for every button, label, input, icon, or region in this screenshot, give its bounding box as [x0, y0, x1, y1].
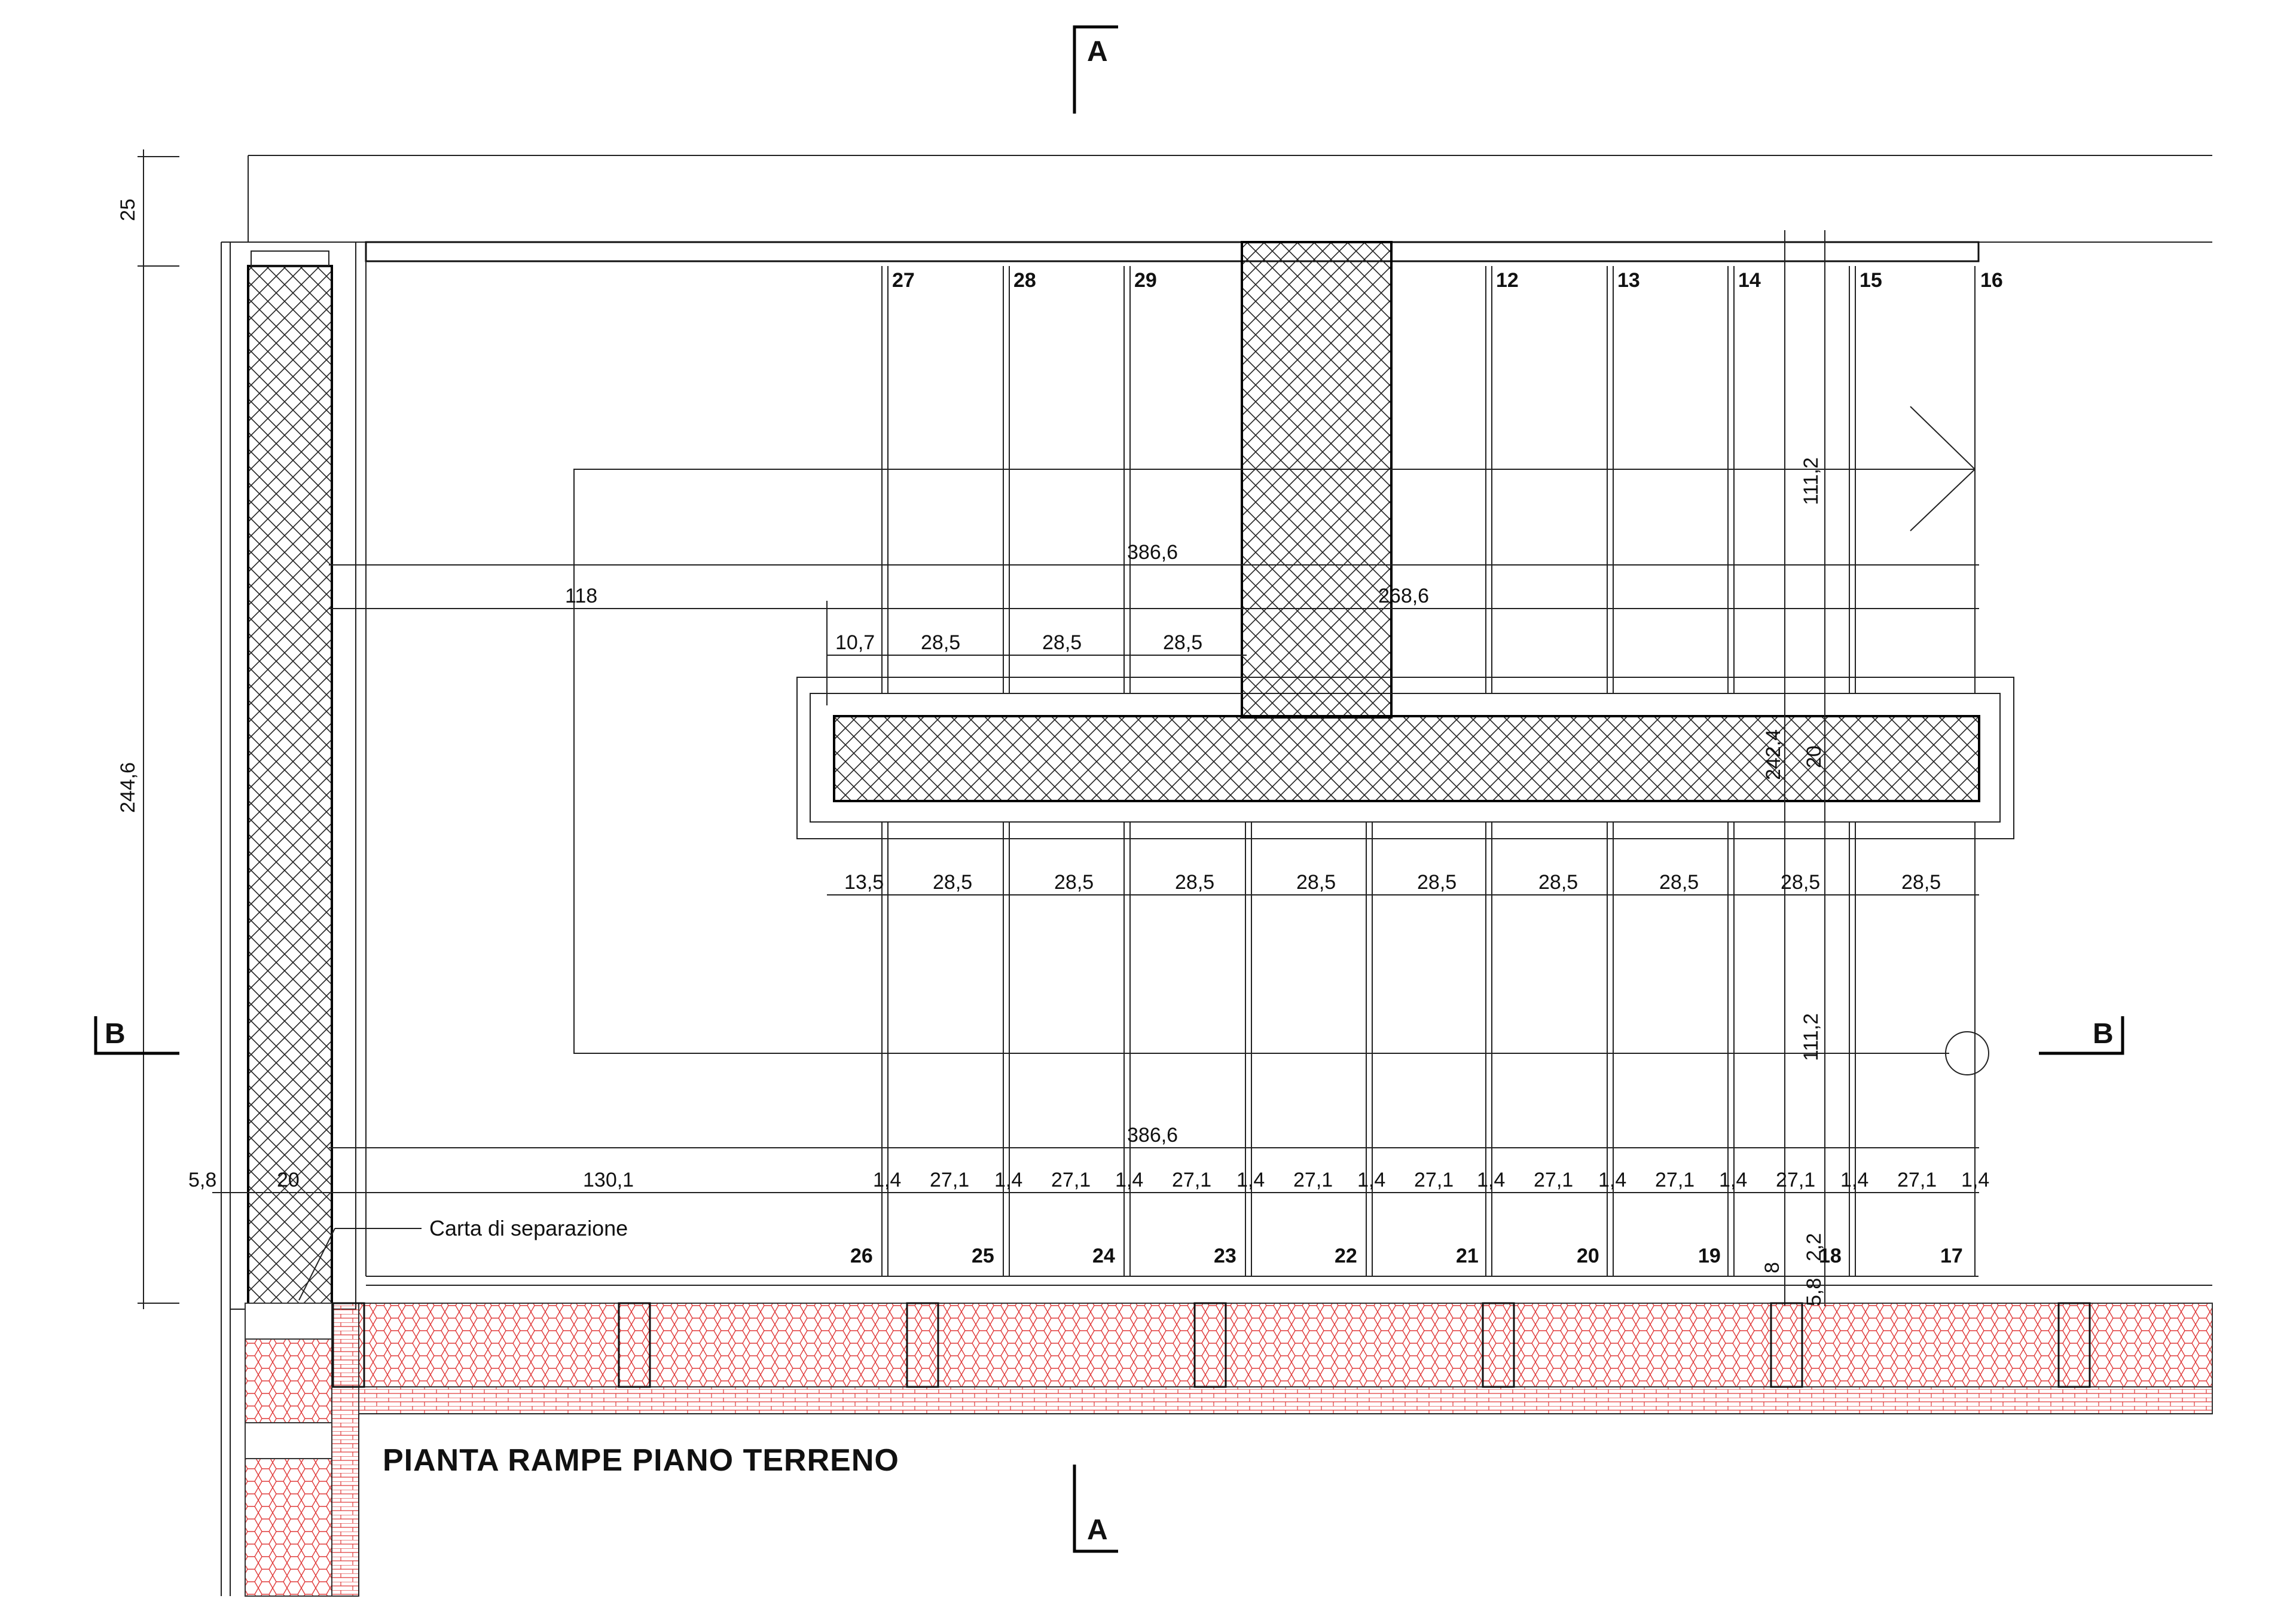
note-carta-di-separazione: Carta di separazione — [429, 1216, 628, 1240]
dim-label: 28,5 — [1054, 871, 1094, 894]
dim-label: 28,5 — [1296, 871, 1336, 894]
dim-label: 28,5 — [1417, 871, 1457, 894]
dim-label: 27,1 — [930, 1169, 969, 1191]
step-number: 17 — [1940, 1245, 1963, 1267]
step-number: 22 — [1335, 1245, 1357, 1267]
step-number: 27 — [892, 269, 915, 292]
section-mark-a-top: A — [1087, 36, 1108, 68]
dim-label: 28,5 — [1781, 871, 1820, 894]
dim-label: 8 — [1761, 1262, 1784, 1273]
dim-label: 10,7 — [835, 631, 875, 654]
dim-label: 5,8 — [1803, 1278, 1825, 1306]
step-number: 21 — [1456, 1245, 1479, 1267]
dim-label: 27,1 — [1655, 1169, 1694, 1191]
dim-label: 1,4 — [1961, 1169, 1989, 1191]
dim-label: 27,1 — [1293, 1169, 1333, 1191]
dim-label: 27,1 — [1172, 1169, 1211, 1191]
step-number: 23 — [1214, 1245, 1236, 1267]
step-number: 15 — [1860, 269, 1882, 292]
section-mark-a-bottom: A — [1087, 1514, 1108, 1546]
drawing-title: PIANTA RAMPE PIANO TERRENO — [383, 1443, 899, 1478]
dim-label: 27,1 — [1534, 1169, 1573, 1191]
step-number: 24 — [1092, 1245, 1115, 1267]
dim-label: 386,6 — [1127, 1124, 1178, 1147]
step-number: 29 — [1134, 269, 1157, 292]
note-leader-diagonal — [298, 1228, 335, 1301]
dim-label: 28,5 — [1163, 631, 1202, 654]
dim-label: 2,2 — [1803, 1233, 1825, 1261]
dim-label: 1,4 — [1477, 1169, 1505, 1191]
dim-label: 28,5 — [1901, 871, 1941, 894]
dim-label: 20 — [277, 1169, 300, 1191]
step-number: 18 — [1819, 1245, 1842, 1267]
step-number: 13 — [1617, 269, 1640, 292]
dim-label: 13,5 — [844, 871, 884, 894]
dim-label: 1,4 — [1598, 1169, 1626, 1191]
dim-label: 20 — [1803, 745, 1825, 768]
dim-label: 242,4 — [1762, 729, 1785, 780]
dim-label: 268,6 — [1378, 585, 1429, 607]
dim-label: 5,8 — [188, 1169, 216, 1191]
step-number: 28 — [1013, 269, 1036, 292]
dim-label: 1,4 — [1357, 1169, 1385, 1191]
step-lines-top — [881, 266, 1976, 693]
vertical-dim-lines — [1784, 230, 1825, 1306]
step-number: 12 — [1496, 269, 1519, 292]
step-lines-bottom — [366, 822, 2212, 1286]
dim-label: 27,1 — [1414, 1169, 1454, 1191]
section-mark-b-left: B — [105, 1018, 126, 1050]
dim-label: 1,4 — [1719, 1169, 1747, 1191]
dim-label: 130,1 — [583, 1169, 634, 1191]
dim-label: 28,5 — [1175, 871, 1214, 894]
dim-label: 1,4 — [1840, 1169, 1868, 1191]
dim-label: 28,5 — [1659, 871, 1699, 894]
dim-label: 28,5 — [1538, 871, 1578, 894]
step-number: 14 — [1738, 269, 1761, 292]
step-number: 20 — [1577, 1245, 1599, 1267]
dim-label: 111,2 — [1800, 1013, 1822, 1061]
insulation-band — [245, 1303, 2213, 1597]
dim-label: 111,2 — [1800, 457, 1822, 505]
dim-label: 1,4 — [1115, 1169, 1143, 1191]
dim-label: 27,1 — [1051, 1169, 1091, 1191]
dim-label: 118 — [565, 585, 597, 607]
dim-label: 28,5 — [1042, 631, 1082, 654]
section-mark-b-right: B — [2093, 1018, 2114, 1050]
dim-label: 1,4 — [1236, 1169, 1265, 1191]
step-number: 25 — [972, 1245, 994, 1267]
horizontal-dim-lines — [138, 149, 1979, 1309]
studs — [332, 1302, 2091, 1388]
dim-label: 25 — [117, 198, 139, 221]
central-wall — [1241, 241, 1393, 719]
dim-label: 28,5 — [933, 871, 972, 894]
step-number: 19 — [1698, 1245, 1721, 1267]
dim-label: 244,6 — [117, 762, 139, 813]
dim-label: 1,4 — [873, 1169, 901, 1191]
step-number: 16 — [1980, 269, 2003, 292]
dim-label: 27,1 — [1897, 1169, 1937, 1191]
section-lines — [94, 25, 2124, 1553]
step-number: 26 — [850, 1245, 873, 1267]
dim-label: 1,4 — [994, 1169, 1022, 1191]
dim-label: 386,6 — [1127, 541, 1178, 564]
walking-line — [573, 406, 1989, 1075]
dim-label: 28,5 — [921, 631, 960, 654]
dim-label: 27,1 — [1776, 1169, 1815, 1191]
left-wall — [230, 242, 367, 1310]
landing-beam — [796, 677, 2014, 839]
